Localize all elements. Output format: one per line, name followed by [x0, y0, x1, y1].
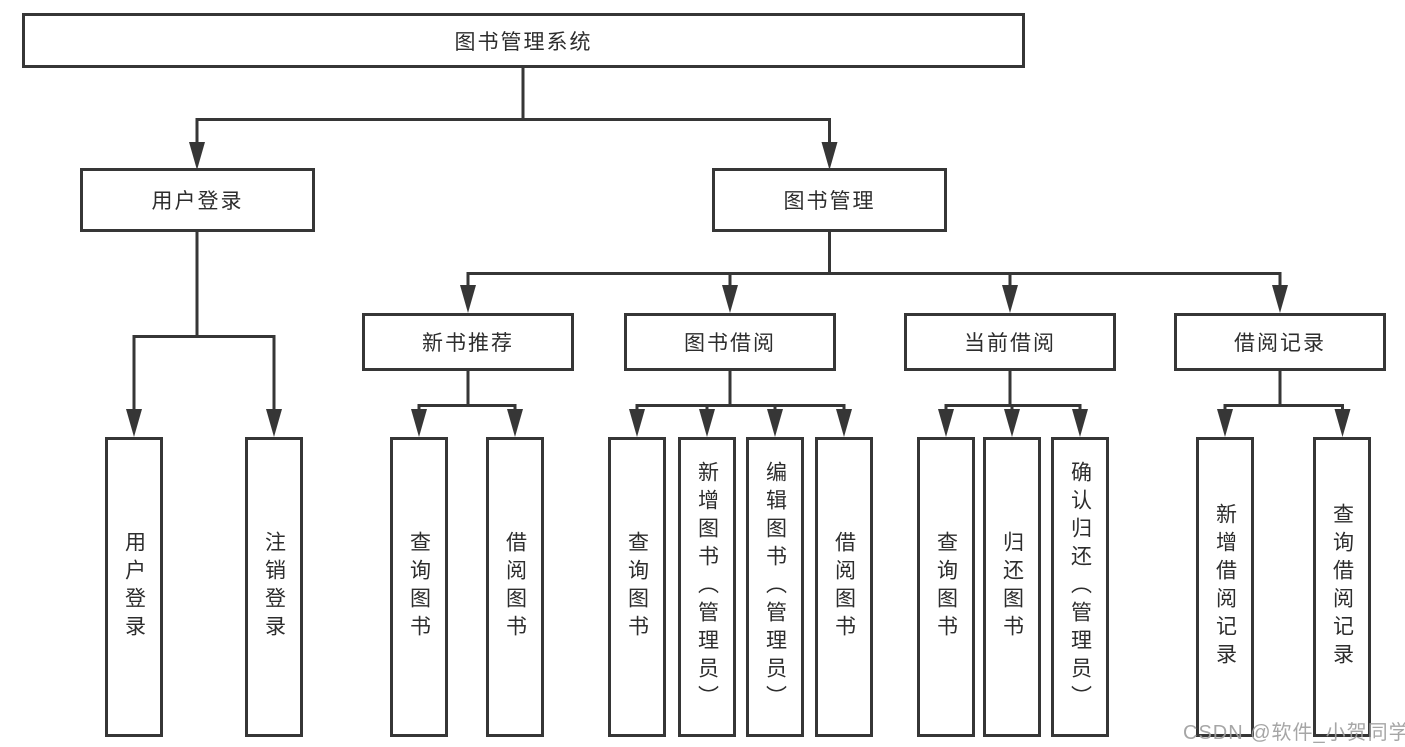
leaf-logout-label: 注销登录 — [262, 531, 286, 643]
leaf-current-query-books: 查询图书 — [917, 437, 975, 737]
node-book-management-branch: 图书管理 — [712, 168, 947, 232]
leaf-user-login: 用户登录 — [105, 437, 163, 737]
node-root-system: 图书管理系统 — [22, 13, 1025, 68]
leaf-return-books: 归还图书 — [983, 437, 1041, 737]
leaf-return-books-label: 归还图书 — [1000, 531, 1024, 643]
leaf-current-query-books-label: 查询图书 — [934, 531, 958, 643]
leaf-query-borrow-record: 查询借阅记录 — [1313, 437, 1371, 737]
leaf-borrow-query-books: 查询图书 — [608, 437, 666, 737]
leaf-confirm-return-admin: 确认归还（管理员） — [1051, 437, 1109, 737]
node-root-system-label: 图书管理系统 — [454, 30, 593, 54]
node-book-borrow: 图书借阅 — [624, 313, 836, 371]
node-book-management-branch-label: 图书管理 — [783, 190, 876, 213]
leaf-recommend-query-books-label: 查询图书 — [407, 531, 431, 643]
leaf-add-books-admin: 新增图书（管理员） — [678, 437, 736, 737]
leaf-confirm-return-admin-label: 确认归还（管理员） — [1068, 461, 1092, 713]
leaf-recommend-borrow-books: 借阅图书 — [486, 437, 544, 737]
leaf-add-books-admin-label: 新增图书（管理员） — [695, 461, 719, 713]
leaf-recommend-borrow-books-label: 借阅图书 — [503, 531, 527, 643]
node-new-book-recommend-label: 新书推荐 — [422, 332, 514, 355]
leaf-edit-books-admin-label: 编辑图书（管理员） — [763, 461, 787, 713]
node-current-borrow-label: 当前借阅 — [964, 332, 1056, 355]
node-borrow-records-label: 借阅记录 — [1234, 332, 1326, 355]
leaf-borrow-books: 借阅图书 — [815, 437, 873, 737]
leaf-add-borrow-record-label: 新增借阅记录 — [1213, 503, 1237, 671]
leaf-recommend-query-books: 查询图书 — [390, 437, 448, 737]
node-current-borrow: 当前借阅 — [904, 313, 1116, 371]
node-user-login-branch-label: 用户登录 — [151, 190, 244, 213]
node-new-book-recommend: 新书推荐 — [362, 313, 574, 371]
node-book-borrow-label: 图书借阅 — [684, 332, 776, 355]
node-user-login-branch: 用户登录 — [80, 168, 315, 232]
leaf-borrow-books-label: 借阅图书 — [832, 531, 856, 643]
leaf-add-borrow-record: 新增借阅记录 — [1196, 437, 1254, 737]
leaf-user-login-label: 用户登录 — [122, 531, 146, 643]
leaf-edit-books-admin: 编辑图书（管理员） — [746, 437, 804, 737]
leaf-borrow-query-books-label: 查询图书 — [625, 531, 649, 643]
leaf-logout: 注销登录 — [245, 437, 303, 737]
node-borrow-records: 借阅记录 — [1174, 313, 1386, 371]
leaf-query-borrow-record-label: 查询借阅记录 — [1330, 503, 1354, 671]
csdn-watermark: CSDN @软件_小贺同学 — [1183, 722, 1405, 744]
